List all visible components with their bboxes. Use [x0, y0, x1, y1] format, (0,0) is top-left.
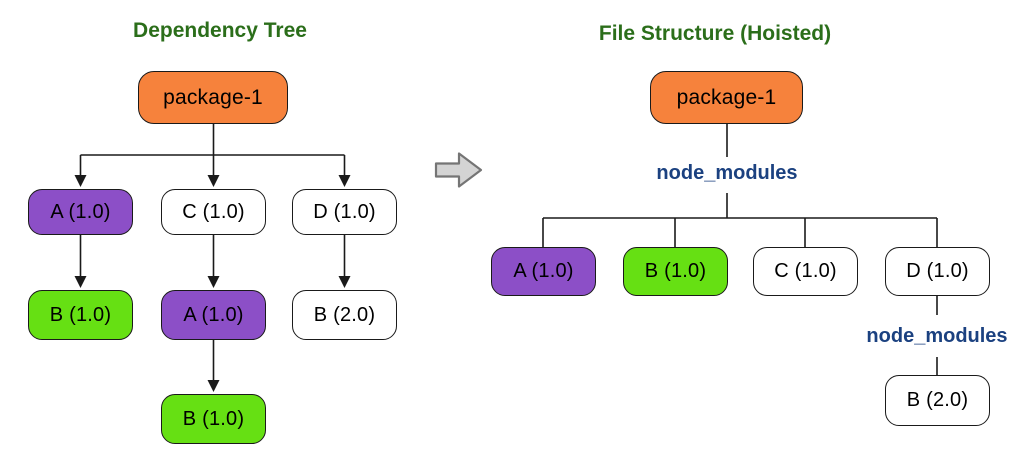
node-b-1-0-level3: B (1.0) — [161, 394, 266, 444]
node-b-2-0-nested: B (2.0) — [885, 375, 990, 426]
node-d-1-0-hoisted: D (1.0) — [885, 247, 990, 296]
dependency-tree-title: Dependency Tree — [133, 19, 307, 42]
node-package-1-dependency: package-1 — [138, 71, 288, 124]
node-b-1-0-level2: B (1.0) — [28, 290, 133, 340]
nested-node-modules-label: node_modules — [866, 325, 1008, 347]
node-a-1-0-level2: A (1.0) — [161, 290, 266, 340]
node-d-1-0-level1: D (1.0) — [292, 189, 397, 235]
node-package-1-hoisted: package-1 — [650, 71, 803, 124]
node-a-1-0-hoisted: A (1.0) — [491, 247, 596, 296]
file-structure-title: File Structure (Hoisted) — [598, 22, 832, 45]
node-modules-label: node_modules — [656, 162, 798, 184]
edges-file-structure — [542, 124, 938, 375]
transform-arrow-icon — [434, 152, 483, 188]
node-c-1-0-hoisted: C (1.0) — [753, 247, 858, 296]
node-b-1-0-hoisted: B (1.0) — [623, 247, 728, 296]
node-c-1-0-level1: C (1.0) — [161, 189, 266, 235]
edges-dependency-tree — [74, 124, 351, 392]
node-a-1-0-level1: A (1.0) — [28, 189, 133, 235]
node-b-2-0-level2: B (2.0) — [292, 290, 397, 340]
